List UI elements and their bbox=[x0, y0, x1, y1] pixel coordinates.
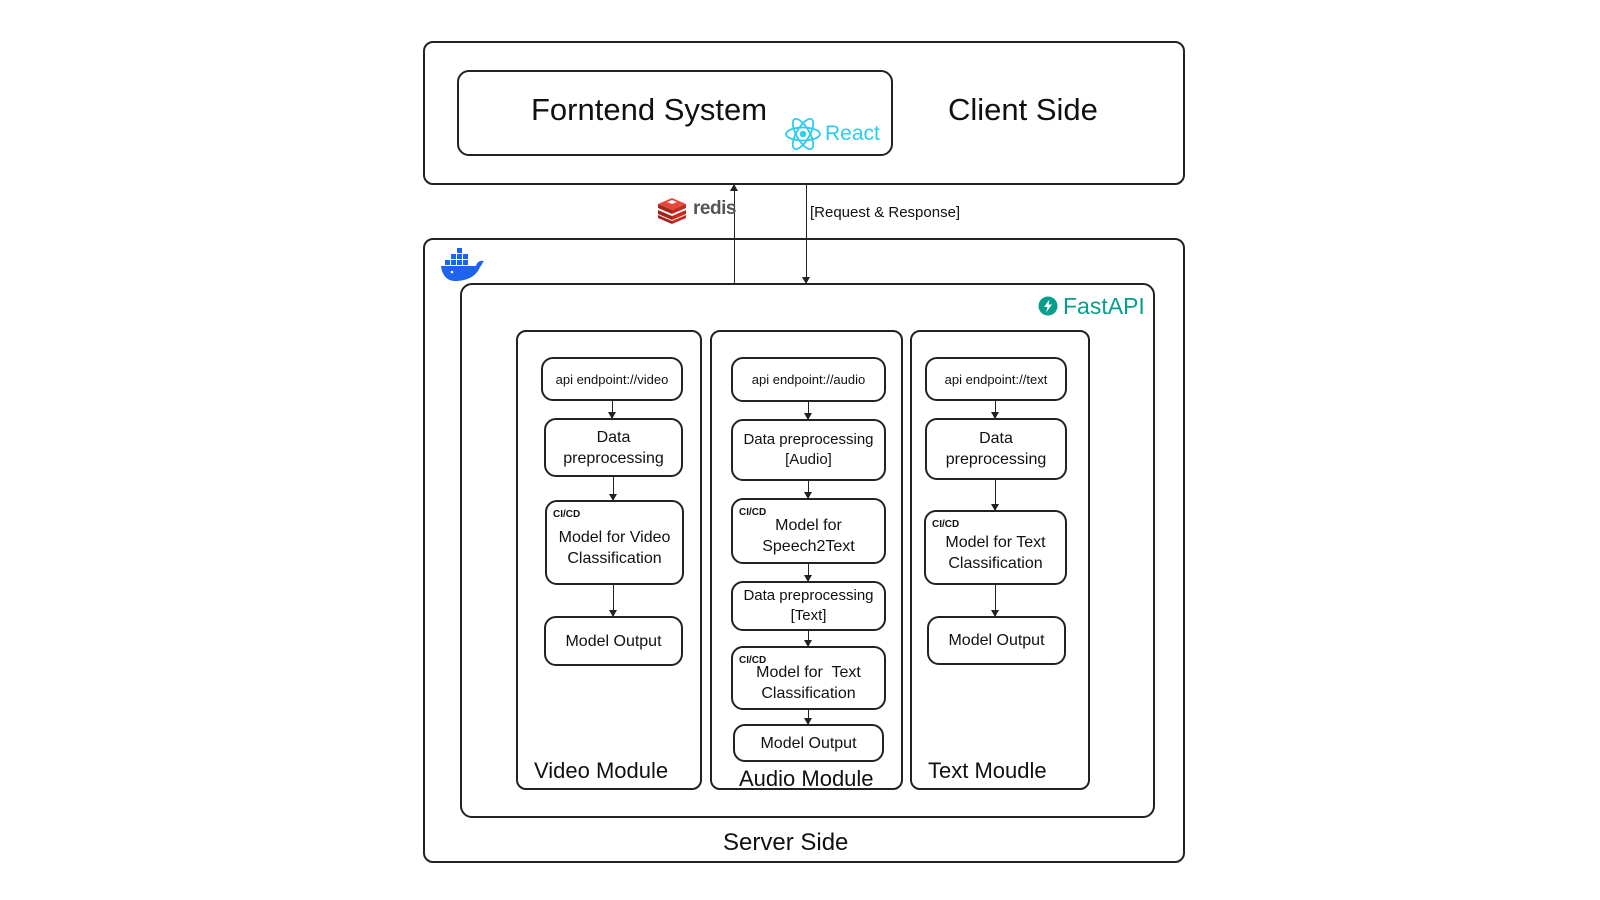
video-model-line-2: Classification bbox=[567, 549, 662, 567]
text-preprocessing-line-2: preprocessing bbox=[945, 451, 1047, 468]
text-arrow-3 bbox=[991, 585, 999, 617]
audio-speech-model-line-1: Model for bbox=[775, 517, 842, 534]
audio-preprocessing-text-node: Data preprocessing [Text] bbox=[731, 581, 886, 631]
audio-arrow-3 bbox=[804, 564, 812, 582]
audio-preprocessing-audio-node: Data preprocessing [Audio] bbox=[731, 419, 886, 481]
text-model-line-2: Classification bbox=[948, 554, 1043, 572]
text-module: Text Moudle bbox=[910, 330, 1090, 790]
redis-label: redis bbox=[693, 198, 736, 219]
audio-text-model-line-2: Classification bbox=[761, 685, 856, 702]
fastapi-container bbox=[460, 283, 1155, 818]
audio-module-title: Audio Module bbox=[739, 766, 874, 791]
text-module-title: Text Moudle bbox=[928, 758, 1047, 783]
react-label: React bbox=[825, 122, 880, 145]
video-endpoint-node: api endpoint://video bbox=[541, 357, 683, 401]
text-output-label: Model Output bbox=[948, 632, 1045, 649]
video-output-node: Model Output bbox=[544, 616, 683, 666]
video-preprocessing-line-2: preprocessing bbox=[563, 449, 664, 467]
text-endpoint-label: api endpoint://text bbox=[944, 371, 1048, 387]
video-preprocessing-node: Data preprocessing bbox=[544, 418, 683, 477]
frontend-system-box: Forntend System React bbox=[457, 70, 893, 156]
audio-output-label: Model Output bbox=[760, 734, 857, 752]
text-model-line-1: Model for Text bbox=[945, 533, 1046, 551]
video-arrow-3 bbox=[609, 585, 617, 617]
video-model-line-1: Model for Video bbox=[558, 528, 671, 546]
video-output-label: Model Output bbox=[565, 632, 662, 650]
video-preprocessing-line-1: Data bbox=[596, 428, 631, 446]
text-model-node: CI/CD Model for Text Classification bbox=[924, 510, 1067, 585]
text-arrow-2 bbox=[991, 480, 999, 511]
fastapi-label: FastAPI bbox=[1063, 293, 1145, 319]
text-output-node: Model Output bbox=[927, 616, 1066, 665]
audio-text-model-line-1: Model for Text bbox=[756, 664, 861, 681]
audio-cicd-2-label: CI/CD bbox=[739, 655, 767, 666]
audio-arrow-1 bbox=[804, 402, 812, 420]
audio-module: Audio Module bbox=[710, 330, 903, 791]
audio-speech-model-node: CI/CD Model for Speech2Text bbox=[731, 498, 886, 564]
video-module: Video Module bbox=[516, 330, 702, 790]
server-side-container bbox=[423, 238, 1185, 863]
video-arrow-2 bbox=[609, 477, 617, 501]
audio-speech-model-line-2: Speech2Text bbox=[762, 538, 855, 555]
text-endpoint-node: api endpoint://text bbox=[925, 357, 1067, 401]
docker-whale-icon bbox=[440, 247, 486, 283]
audio-arrow-4 bbox=[804, 631, 812, 647]
react-logo-icon bbox=[784, 117, 822, 151]
audio-arrow-2 bbox=[804, 481, 812, 499]
request-response-label: [Request & Response] bbox=[810, 204, 961, 221]
audio-endpoint-label: api endpoint://audio bbox=[751, 372, 866, 387]
video-model-node: CI/CD Model for Video Classification bbox=[545, 500, 684, 585]
audio-preprocessing-audio-line-2: [Audio] bbox=[785, 451, 832, 468]
video-module-title: Video Module bbox=[534, 758, 669, 783]
text-cicd-label: CI/CD bbox=[932, 519, 960, 530]
audio-preprocessing-text-line-2: [Text] bbox=[790, 607, 827, 624]
request-arrow bbox=[802, 185, 810, 284]
audio-endpoint-node: api endpoint://audio bbox=[731, 357, 886, 402]
text-preprocessing-line-1: Data bbox=[979, 430, 1013, 447]
video-arrow-1 bbox=[608, 401, 616, 419]
server-side-label: Server Side bbox=[723, 829, 849, 856]
text-arrow-1 bbox=[991, 401, 999, 419]
fastapi-logo-icon bbox=[1038, 296, 1058, 316]
client-side-container bbox=[423, 41, 1185, 185]
text-preprocessing-node: Data preprocessing bbox=[925, 418, 1067, 480]
audio-cicd-1-label: CI/CD bbox=[739, 507, 767, 518]
client-side-label: Client Side bbox=[948, 92, 1098, 127]
redis-logo-icon bbox=[656, 196, 688, 224]
video-endpoint-label: api endpoint://video bbox=[555, 371, 669, 387]
audio-arrow-5 bbox=[804, 710, 812, 725]
frontend-system-label: Forntend System bbox=[531, 92, 768, 127]
audio-text-model-node: CI/CD Model for Text Classification bbox=[731, 646, 886, 710]
video-cicd-label: CI/CD bbox=[553, 509, 581, 520]
audio-preprocessing-text-line-1: Data preprocessing bbox=[743, 587, 874, 604]
response-arrow bbox=[730, 184, 738, 283]
audio-preprocessing-audio-line-1: Data preprocessing bbox=[743, 431, 874, 448]
audio-output-node: Model Output bbox=[733, 724, 884, 762]
